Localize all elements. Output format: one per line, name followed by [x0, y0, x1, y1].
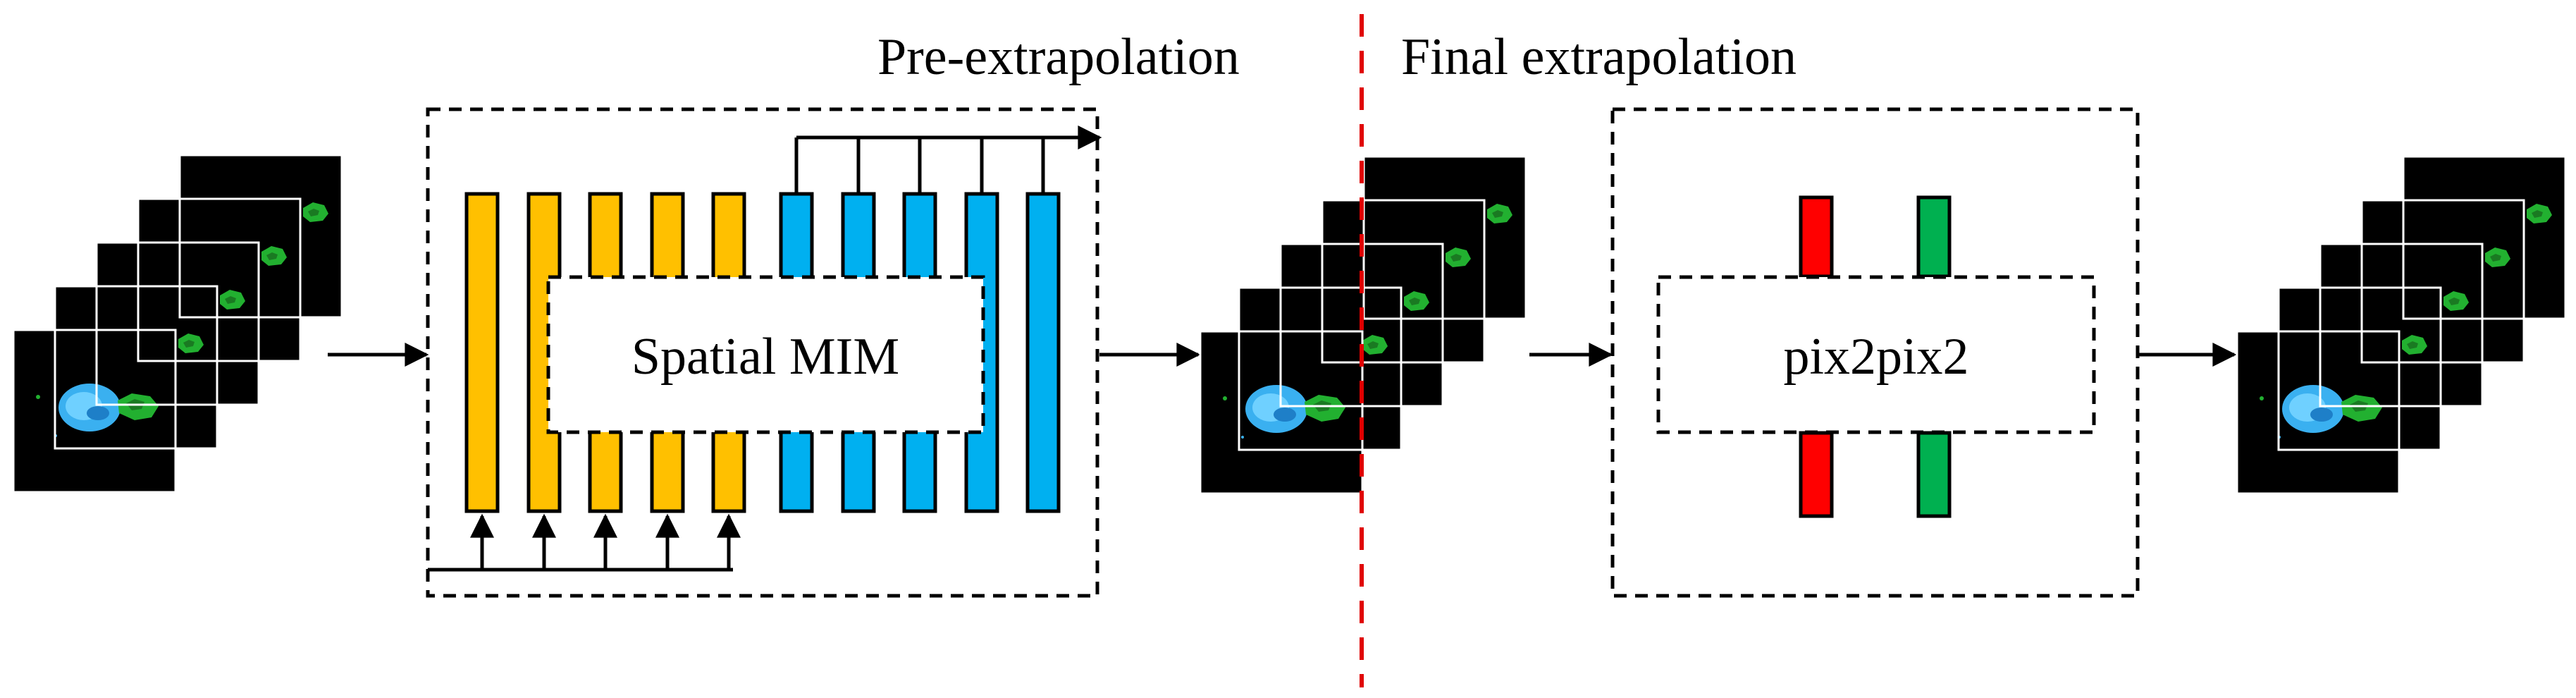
pix2pix2-label: pix2pix2: [1783, 328, 1968, 386]
pix2pix2-outer-box: [1610, 107, 2140, 598]
spatial-mim-label: Spatial MIM: [631, 328, 899, 386]
input-frame-stack: [12, 154, 343, 494]
gen-bar-red-top: [1799, 195, 1834, 278]
spatial-mim-block: Spatial MIM: [426, 107, 1102, 598]
gen-bar-red-bottom: [1799, 431, 1834, 518]
output-frame-stack: [2236, 155, 2567, 495]
final-extrapolation-title: Final extrapolation: [1401, 28, 1797, 86]
pix2pix2-block: pix2pix2: [1610, 107, 2140, 598]
decoder-bar: [1025, 192, 1061, 513]
spatial-mim-outer-box: [426, 107, 1099, 598]
spatial-mim-inner-box: [546, 275, 985, 434]
gen-bar-green-top: [1916, 195, 1952, 278]
encoder-bar: [464, 192, 500, 513]
gen-bar-green-bottom: [1916, 431, 1952, 518]
pre-extrapolation-title: Pre-extrapolation: [877, 28, 1240, 86]
pix2pix2-inner-box: [1656, 275, 2096, 434]
